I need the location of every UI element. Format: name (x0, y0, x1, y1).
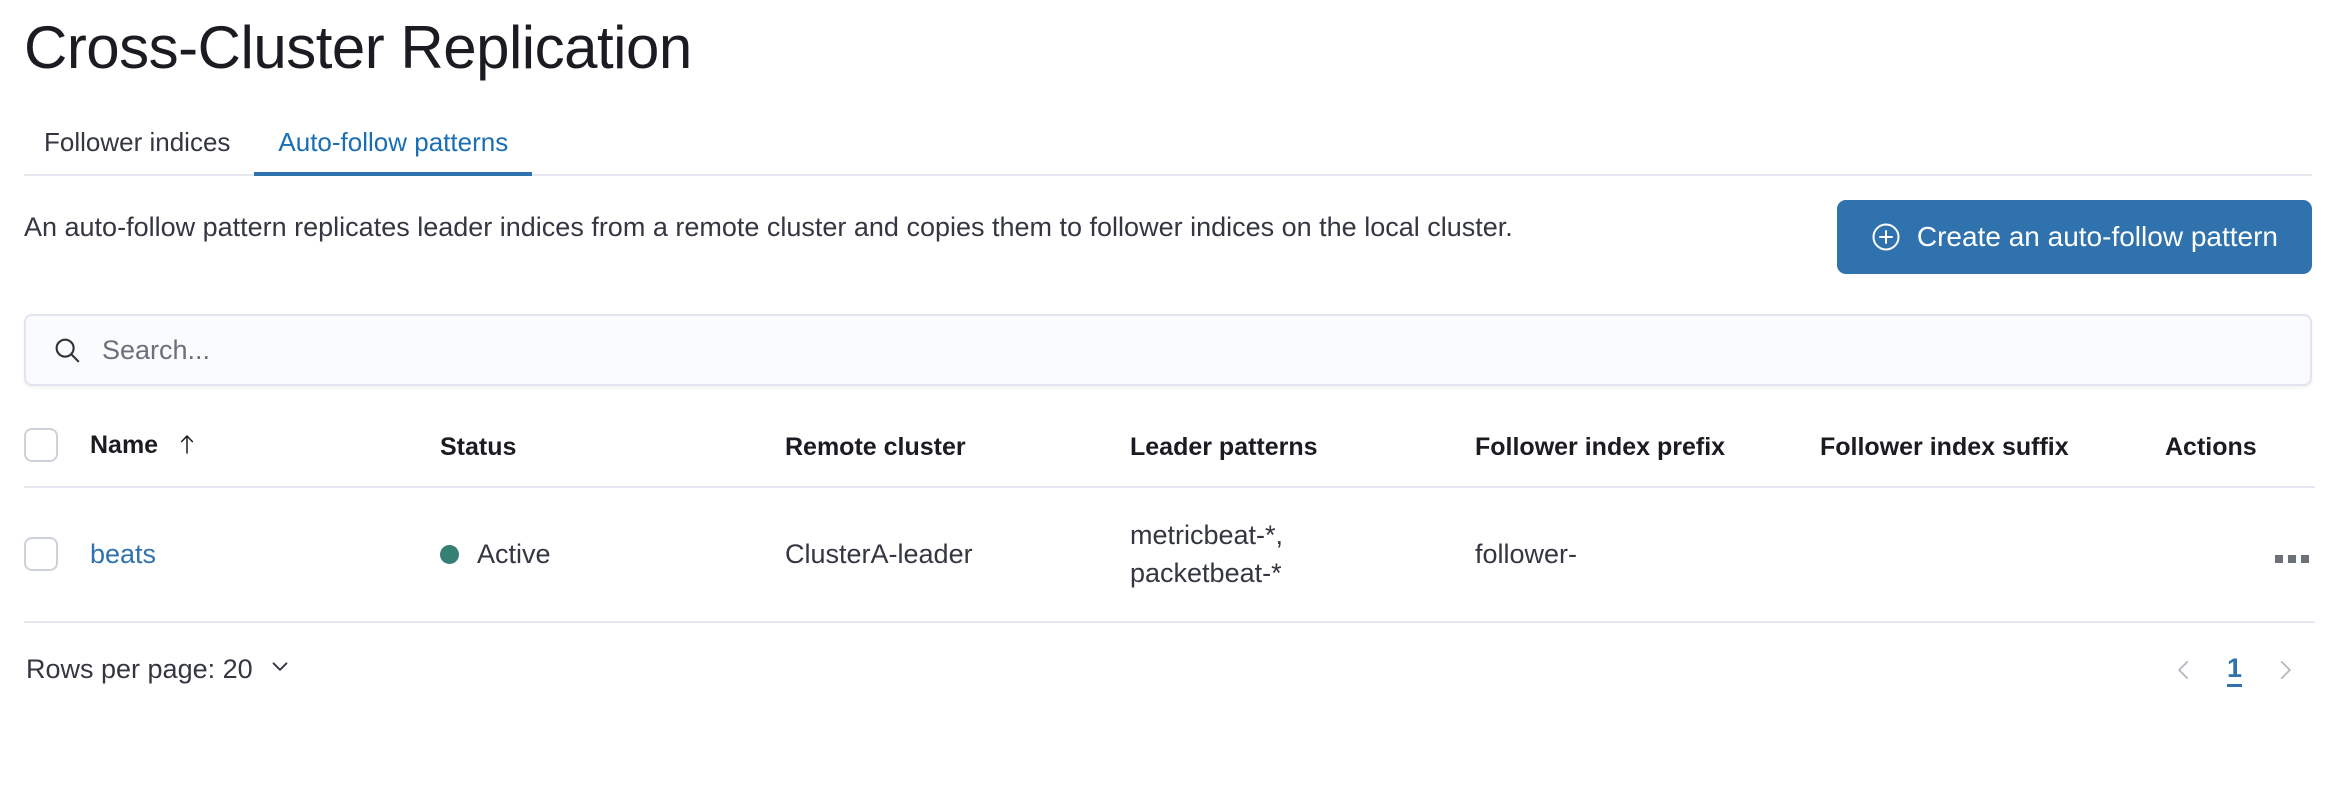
tab-auto-follow-patterns[interactable]: Auto-follow patterns (254, 129, 533, 176)
auto-follow-pattern-link[interactable]: beats (90, 538, 157, 569)
tab-bar: Follower indices Auto-follow patterns (24, 116, 2312, 176)
column-header-leader-patterns[interactable]: Leader patterns (1130, 428, 1475, 488)
status-dot-icon (440, 544, 459, 564)
column-header-status[interactable]: Status (440, 428, 785, 488)
column-header-name[interactable]: Name (90, 428, 440, 488)
row-checkbox[interactable] (24, 537, 58, 572)
search-icon (52, 335, 82, 365)
description-text: An auto-follow pattern replicates leader… (24, 212, 1513, 242)
column-header-name-label: Name (90, 431, 159, 459)
row-remote-cluster-cell: ClusterA-leader (785, 487, 1130, 623)
row-follower-index-suffix-cell (1820, 487, 2165, 623)
plus-in-circle-icon (1871, 222, 1901, 252)
ellipsis-horizontal-icon[interactable] (2269, 549, 2315, 569)
search-input[interactable] (100, 316, 2284, 384)
rows-per-page-label: Rows per page: 20 (26, 654, 253, 685)
row-status-cell: Active (440, 487, 785, 623)
auto-follow-patterns-table: Name Status Remote cluster Leader patter… (24, 428, 2315, 623)
page-title: Cross-Cluster Replication (24, 14, 692, 81)
description-row: An auto-follow pattern replicates leader… (24, 200, 2312, 274)
create-button-label: Create an auto-follow pattern (1916, 221, 2278, 252)
row-name-cell: beats (90, 487, 440, 623)
pagination-page-1[interactable]: 1 (2226, 653, 2242, 687)
row-follower-index-prefix-cell: follower- (1475, 487, 1820, 623)
table-row: beats Active ClusterA-leader metricbeat-… (24, 487, 2315, 623)
create-auto-follow-pattern-button[interactable]: Create an auto-follow pattern (1836, 200, 2312, 274)
chevron-down-icon (267, 653, 293, 686)
row-actions-cell (2165, 487, 2315, 623)
row-leader-patterns-cell: metricbeat-*, packetbeat-* (1130, 487, 1475, 623)
select-all-checkbox[interactable] (24, 428, 58, 462)
column-header-follower-index-prefix[interactable]: Follower index prefix (1475, 428, 1820, 488)
chevron-left-icon[interactable] (2171, 657, 2197, 683)
table-footer: Rows per page: 20 1 (24, 653, 2312, 687)
status-badge: Active (477, 538, 551, 569)
column-header-follower-index-suffix[interactable]: Follower index suffix (1820, 428, 2165, 488)
select-all-header (24, 428, 90, 488)
row-select-cell (24, 487, 90, 623)
column-header-actions: Actions (2165, 428, 2315, 488)
arrow-up-icon (177, 433, 197, 462)
table-header-row: Name Status Remote cluster Leader patter… (24, 428, 2315, 488)
search-bar[interactable] (24, 314, 2312, 386)
rows-per-page-selector[interactable]: Rows per page: 20 (26, 653, 293, 686)
chevron-right-icon[interactable] (2272, 657, 2298, 683)
pagination: 1 (2171, 653, 2312, 687)
tab-follower-indices[interactable]: Follower indices (44, 127, 231, 157)
leader-patterns-value: metricbeat-*, packetbeat-* (1130, 520, 1284, 589)
column-header-remote-cluster[interactable]: Remote cluster (785, 428, 1130, 488)
